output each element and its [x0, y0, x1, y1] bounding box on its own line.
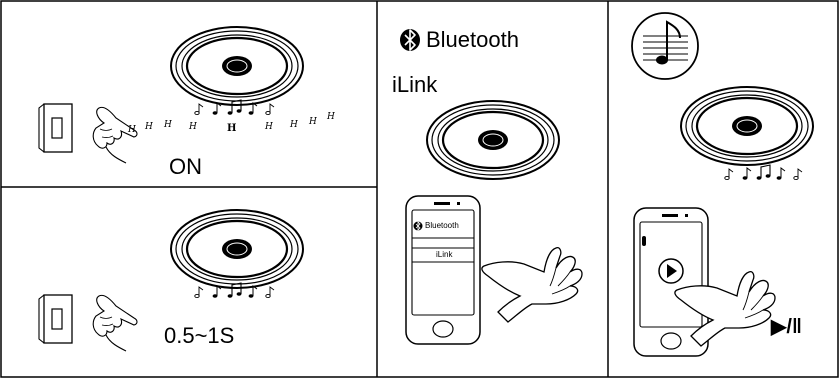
bluetooth-label: Bluetooth	[426, 27, 519, 52]
phone-ilink-label: iLink	[436, 250, 453, 259]
music-notes	[724, 164, 803, 181]
ceiling-lamp-speaker	[169, 208, 305, 290]
panel-switch-on	[38, 25, 305, 164]
buzz-mark: H	[327, 112, 335, 122]
buzz-mark: H	[128, 125, 136, 135]
panel-bluetooth-pairing	[400, 29, 583, 345]
buzz-mark: H	[309, 117, 317, 127]
smartphone	[405, 195, 481, 345]
buzz-mark: H	[227, 123, 237, 134]
press-duration-label: 0.5~1S	[164, 323, 235, 348]
buzz-mark: H	[145, 122, 153, 132]
play-pause-label: ▶/‖	[771, 316, 802, 338]
pointing-hand	[92, 294, 138, 352]
play-circle-icon	[658, 258, 684, 284]
music-note-icon	[631, 12, 699, 80]
wall-switch	[38, 294, 73, 344]
buzz-mark: H	[189, 122, 197, 132]
ceiling-lamp-speaker	[169, 25, 305, 107]
buzz-mark: H	[290, 120, 298, 130]
ceiling-lamp-speaker	[679, 85, 815, 167]
phone-bluetooth-label: Bluetooth	[425, 221, 459, 230]
tapping-hand	[481, 246, 583, 323]
on-label: ON	[169, 154, 202, 179]
ceiling-lamp-speaker	[425, 99, 561, 181]
bluetooth-small-icon	[413, 221, 423, 231]
buzz-mark: H	[164, 120, 172, 130]
buzz-mark: H	[265, 122, 273, 132]
wall-switch	[38, 103, 73, 153]
bluetooth-icon	[400, 29, 420, 51]
ilink-label: iLink	[392, 72, 438, 97]
pointing-hand	[92, 106, 138, 164]
panel-play-music	[631, 12, 815, 357]
